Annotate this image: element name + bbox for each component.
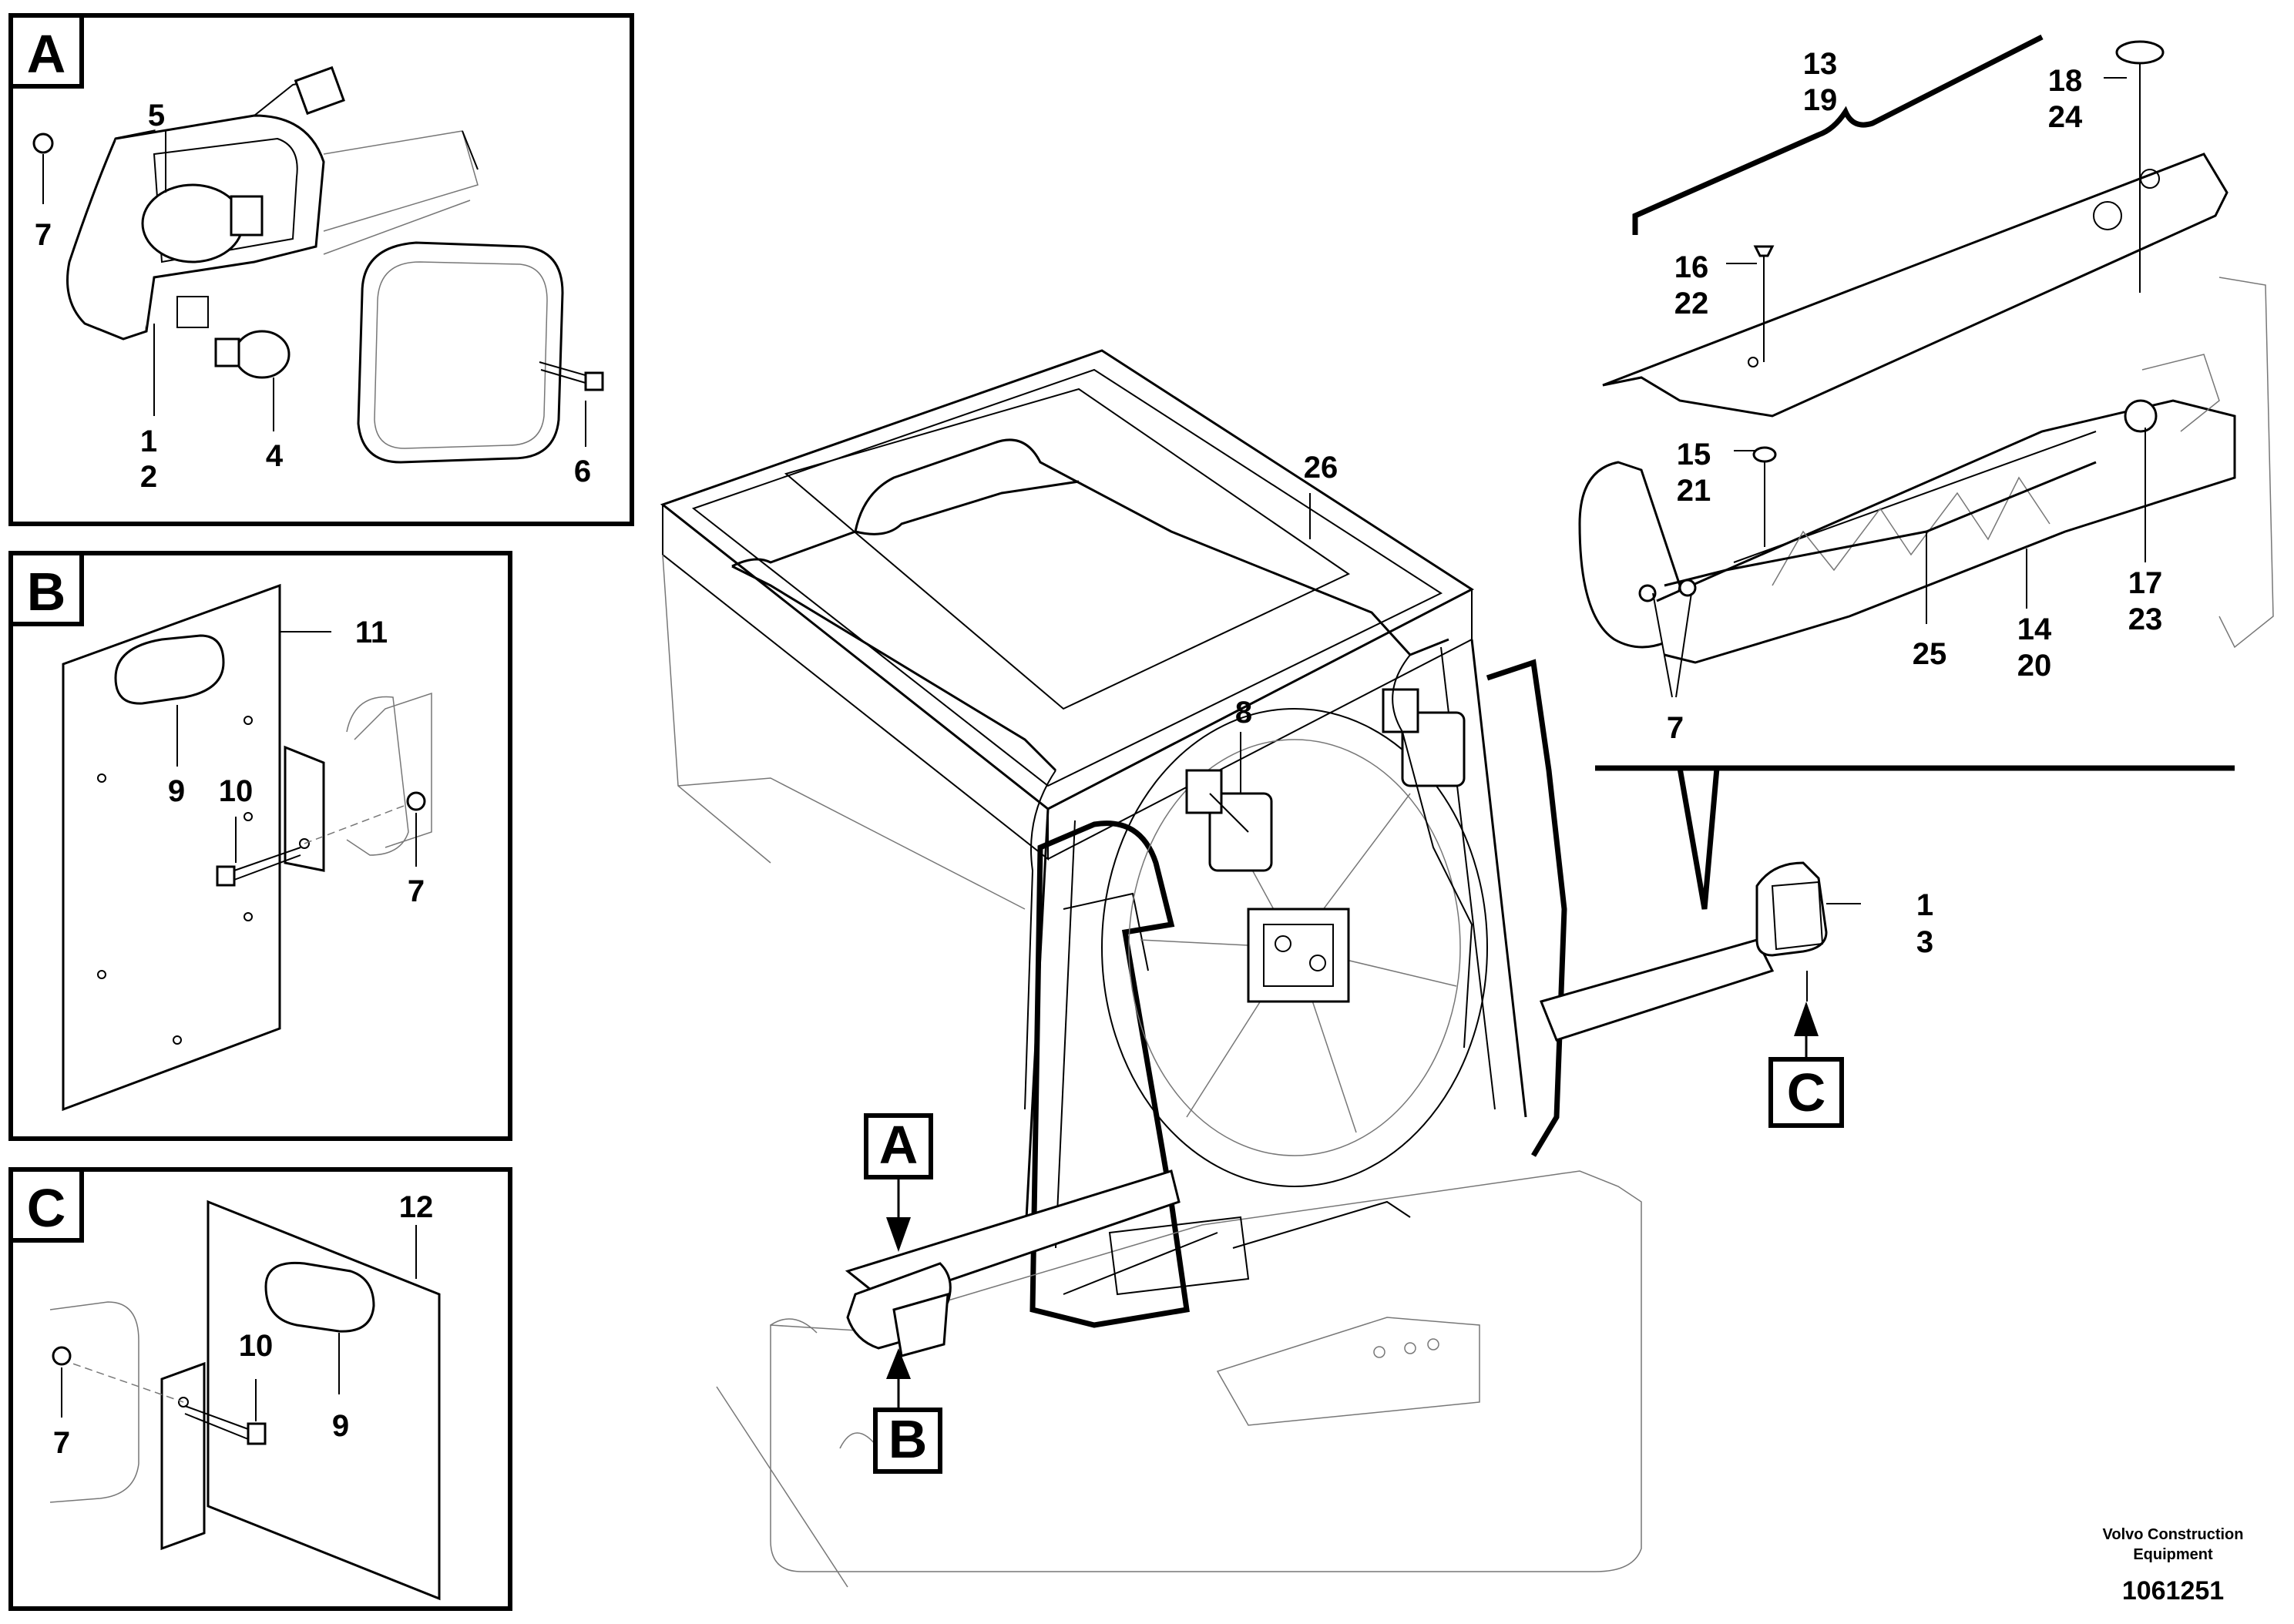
callout-m-20: 20 — [2017, 649, 2052, 683]
callout-a-2: 2 — [140, 460, 157, 494]
panel-b-letter-box — [8, 551, 84, 626]
callout-m-22: 22 — [1674, 287, 1709, 320]
callout-m-16: 16 — [1674, 250, 1709, 284]
brand-line-1: Volvo Construction — [2103, 1526, 2244, 1543]
view-marker-a: A — [864, 1113, 933, 1252]
work-lamp-open — [66, 65, 479, 379]
nut-7-a — [32, 133, 54, 204]
callout-m-7: 7 — [1667, 711, 1684, 745]
bolt-10-b — [216, 847, 301, 887]
callout-c-7: 7 — [53, 1426, 70, 1460]
brand-line-2: Equipment — [2133, 1546, 2213, 1563]
callout-m-19: 19 — [1803, 83, 1838, 117]
washer-15-21 — [1752, 446, 1777, 547]
span-bracket-13-19 — [1632, 34, 2044, 235]
mounting-bracket — [1216, 1317, 1480, 1426]
view-marker-b: B — [873, 1348, 942, 1474]
footer: Volvo Construction Equipment 1061251 — [2103, 1526, 2244, 1606]
panel-b: B 11 — [8, 551, 512, 1141]
top-cover-plate — [1602, 153, 2229, 418]
work-lamp-8-right — [1382, 688, 1466, 787]
callout-m-14: 14 — [2017, 612, 2052, 646]
callout-m-3: 3 — [1916, 925, 1933, 959]
panel-b-letter: B — [27, 562, 66, 622]
panel-a-letter: A — [27, 24, 66, 84]
callout-a-4: 4 — [266, 439, 284, 473]
panel-a-letter-box — [8, 13, 84, 89]
callout-a-7: 7 — [35, 218, 52, 252]
panel-a: A — [8, 13, 634, 526]
callout-c-9: 9 — [332, 1409, 349, 1443]
callout-m-1: 1 — [1916, 888, 1933, 922]
fan-assembly — [1101, 708, 1488, 1187]
upper-frame — [770, 1170, 1642, 1572]
callout-m-25: 25 — [1913, 637, 1947, 671]
callout-m-21: 21 — [1677, 474, 1711, 508]
front-lamp-right — [1539, 861, 1828, 1042]
callout-b-10: 10 — [219, 774, 254, 808]
callout-a-5: 5 — [148, 99, 165, 133]
mounting-plate-c — [207, 1200, 441, 1601]
callout-m-23: 23 — [2128, 602, 2163, 636]
bracket-c — [160, 1361, 206, 1551]
lamp-cover — [357, 241, 564, 464]
work-lamp-8-left — [1185, 769, 1273, 872]
callout-b-7: 7 — [408, 874, 425, 908]
callout-m-18: 18 — [2048, 64, 2083, 98]
nut-7-b — [406, 791, 426, 867]
plug-18-24 — [2115, 40, 2165, 293]
callout-a-1: 1 — [140, 424, 157, 458]
callout-m-8: 8 — [1235, 696, 1252, 730]
callout-c-12: 12 — [399, 1190, 434, 1224]
bolt-10-c — [184, 1405, 267, 1445]
view-marker-c: C — [1768, 1002, 1844, 1128]
cab-assembly: 26 8 1 3 13 19 18 24 16 22 15 21 17 23 1… — [660, 34, 2274, 1588]
nut-7-c — [52, 1346, 72, 1418]
callout-m-15: 15 — [1677, 438, 1711, 471]
reference-number: 1061251 — [2122, 1576, 2224, 1606]
roof-harness — [731, 438, 1449, 656]
left-side-panel — [1029, 820, 1190, 1328]
front-lamp-left — [845, 1169, 1181, 1357]
callout-m-26: 26 — [1304, 451, 1338, 485]
mounting-plate-b — [62, 583, 281, 1112]
panel-c-letter: C — [27, 1178, 66, 1238]
panel-c-letter-box — [8, 1167, 84, 1243]
svg-text:C: C — [1787, 1062, 1826, 1122]
right-side-panel — [1486, 659, 1567, 1157]
callout-b-9: 9 — [168, 774, 185, 808]
panel-c: C 12 10 9 7 — [8, 1167, 512, 1611]
bracket-b — [284, 745, 325, 872]
callout-m-13: 13 — [1803, 47, 1838, 81]
callout-a-6: 6 — [574, 455, 591, 488]
svg-text:B: B — [888, 1409, 928, 1469]
callout-m-24: 24 — [2048, 100, 2083, 134]
callout-m-17: 17 — [2128, 566, 2163, 600]
callout-b-11: 11 — [355, 616, 388, 649]
callout-c-10: 10 — [239, 1329, 274, 1363]
screw-16-22 — [1753, 245, 1775, 362]
svg-text:A: A — [879, 1115, 919, 1175]
screw-6 — [539, 361, 604, 391]
lamp-housing-c — [49, 1301, 184, 1503]
view-c-pointer — [1677, 767, 1720, 910]
